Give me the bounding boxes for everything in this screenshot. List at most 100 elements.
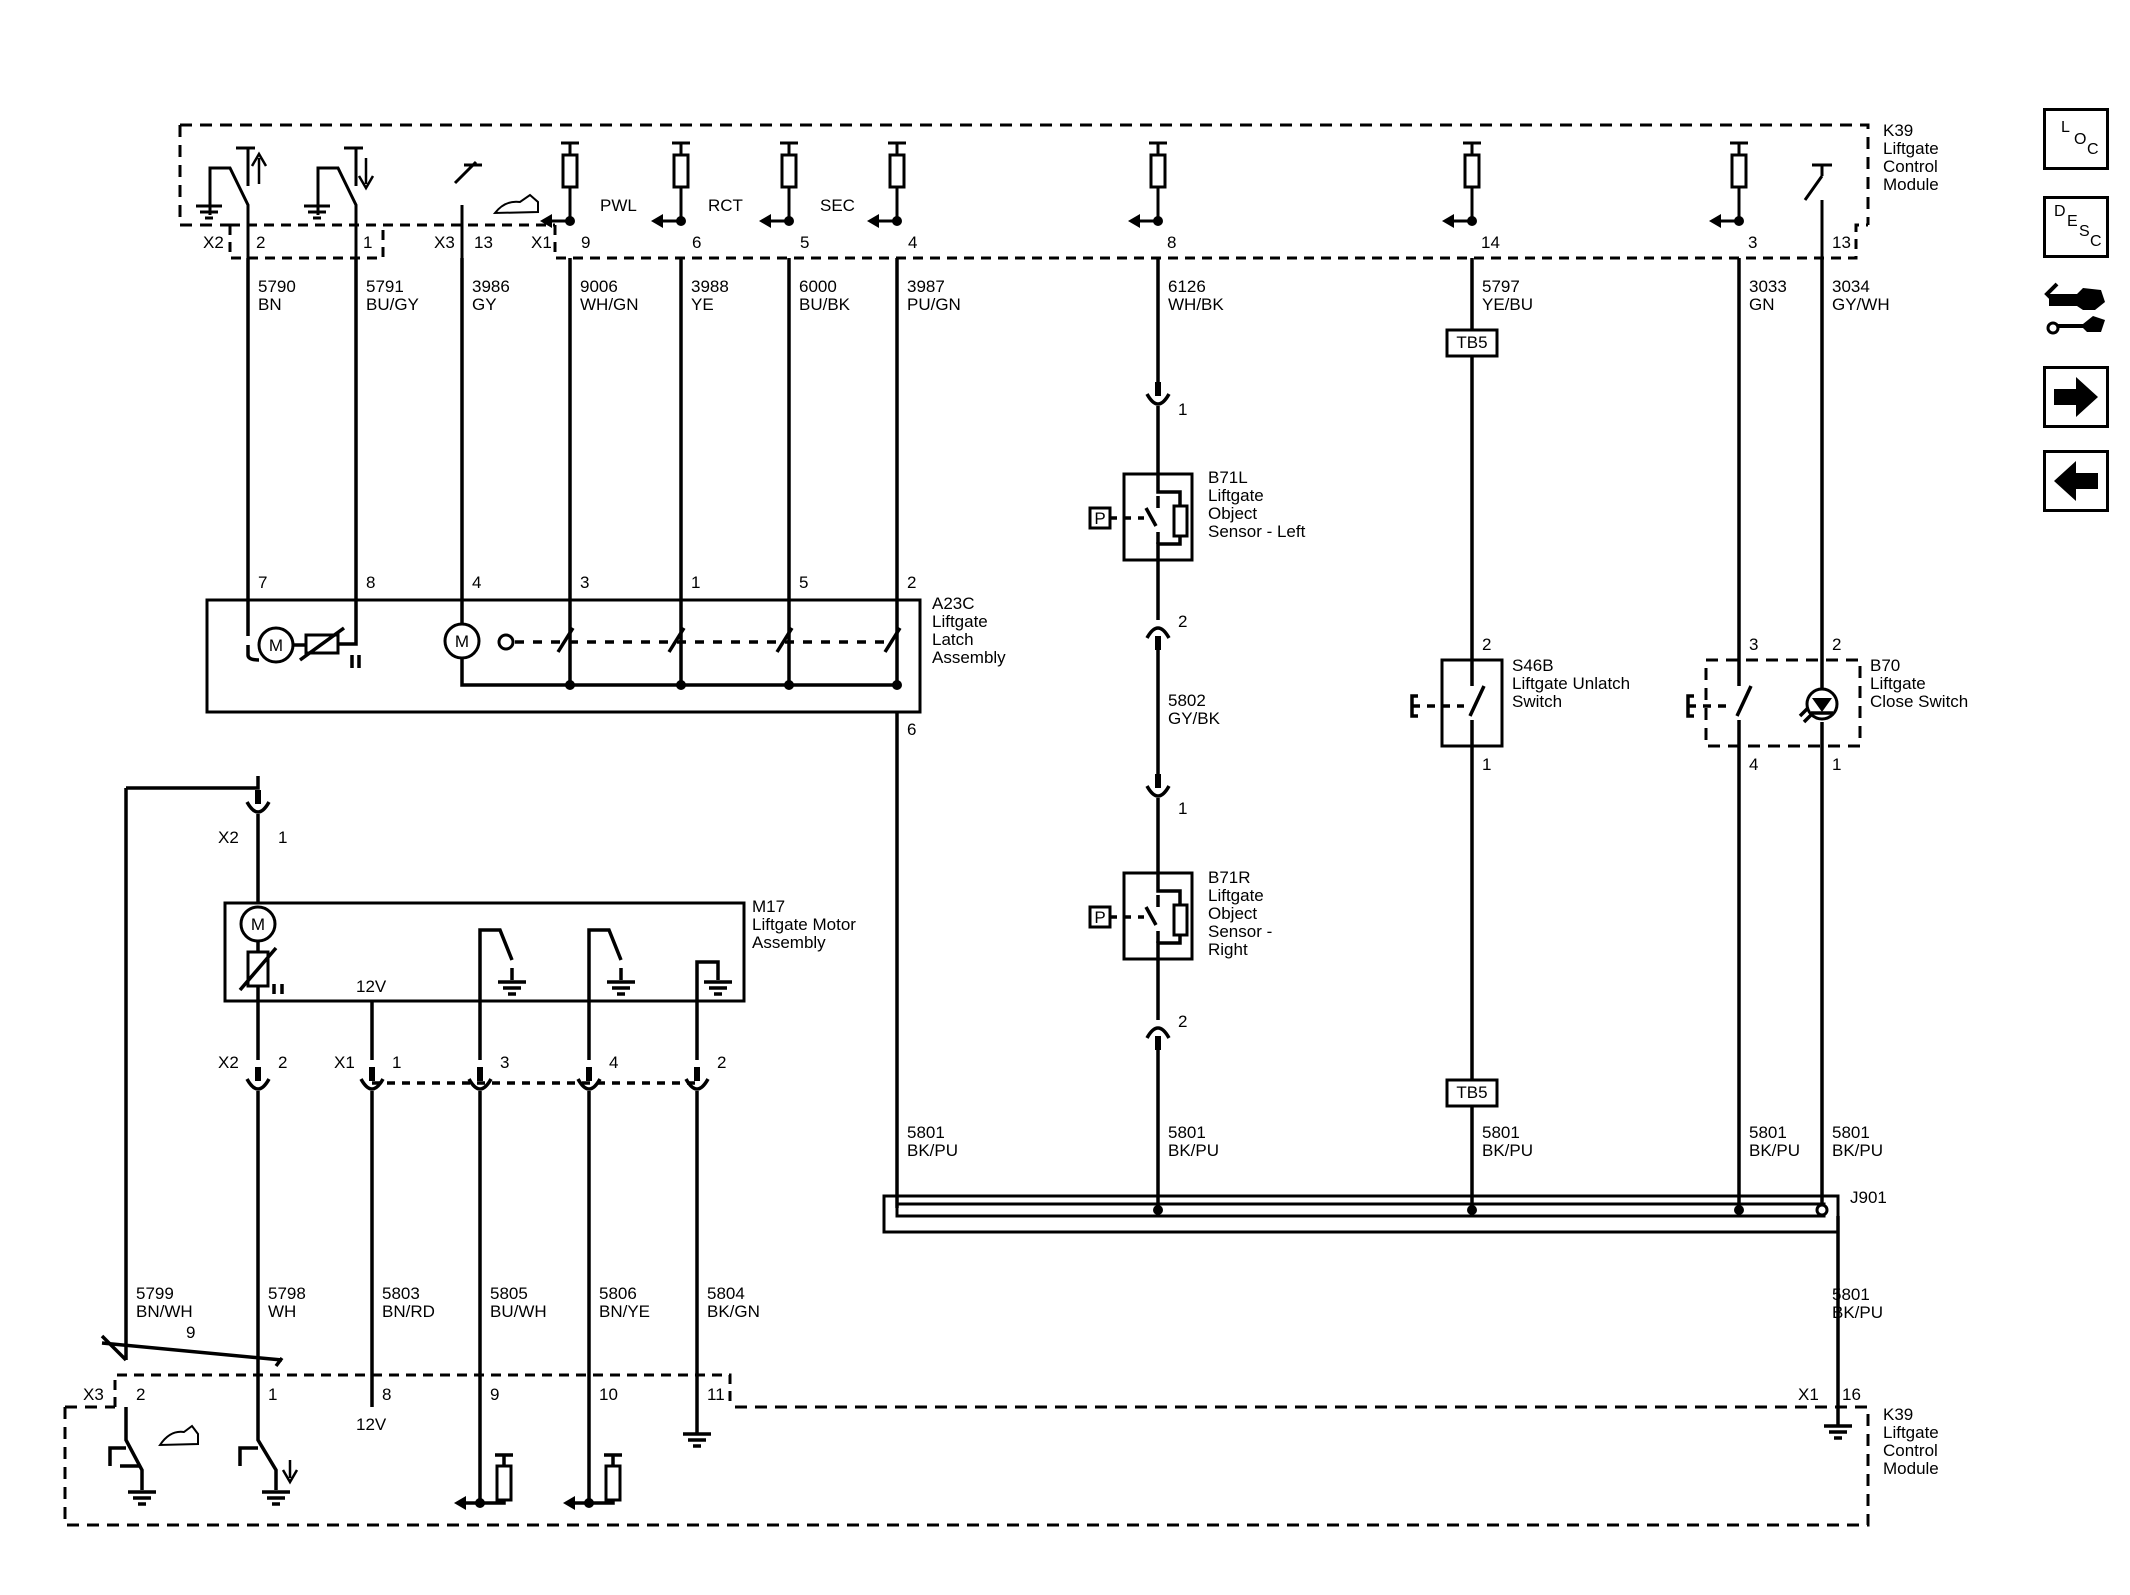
wire-color-label: WH: [268, 1302, 296, 1321]
conn-x2-label: X2: [218, 1053, 239, 1072]
unlatch-switch-title: Liftgate Unlatch: [1512, 674, 1630, 693]
ground-circuit-label: 5801: [1832, 1123, 1870, 1142]
ground-circuit-label: 5801: [1482, 1123, 1520, 1142]
pin-label: 13: [1832, 233, 1851, 252]
pin-label: 2: [136, 1385, 145, 1404]
motor-bottom-connector-2-pin: [477, 1067, 483, 1081]
pin-label: 4: [908, 233, 917, 252]
feed-pin5-supply: [780, 141, 798, 155]
sensor-left-bottom-connector: [1145, 626, 1171, 639]
pin-label: 16: [1842, 1385, 1861, 1404]
sensor-left-title: Object: [1208, 504, 1257, 523]
wire-circuit-label: 6000: [799, 277, 837, 296]
description-button[interactable]: D E S C: [2043, 196, 2109, 258]
wire-circuit-label: 5791: [366, 277, 404, 296]
sensor-right-top-connector-pin: [1155, 774, 1161, 788]
pin-label: 5: [800, 233, 809, 252]
wire-color-label: GY/WH: [1832, 295, 1890, 314]
pin-label: 4: [609, 1053, 618, 1072]
wire-circuit-label: 5806: [599, 1284, 637, 1303]
sensor-left-top-connector-pin: [1155, 382, 1161, 396]
motor-loop-wire: [100, 788, 128, 1362]
bm-feed-pin10-supply: [604, 1453, 622, 1466]
latch-switch: [883, 627, 902, 653]
wire-color-label: WH/BK: [1168, 295, 1224, 314]
wire-circuit-label: 3987: [907, 277, 945, 296]
sensor-right-bottom-connector: [1145, 1026, 1171, 1039]
pin-label: 1: [268, 1385, 277, 1404]
sensor-right-title: Sensor -: [1208, 922, 1272, 941]
pin-label: 2: [1832, 635, 1841, 654]
wire-circuit-label: 5803: [382, 1284, 420, 1303]
led-rays: [1798, 706, 1814, 724]
feed-pin14-arrow-icon: [1442, 214, 1454, 228]
ptc-arrows: [350, 655, 361, 668]
motor-ground2-icon: [607, 980, 635, 996]
bm-ground2-icon: [262, 1490, 290, 1506]
bm-feed-pin10-arrow-icon: [563, 1496, 575, 1510]
desc-letter-e: E: [2067, 213, 2078, 230]
sensor-right-switch: [1144, 895, 1160, 943]
conn-x3-label: X3: [83, 1385, 104, 1404]
wire-color-label: BK/GN: [707, 1302, 760, 1321]
sensor-right-resistor: [1172, 903, 1189, 937]
motor-bottom-connector-0-pin: [255, 1067, 261, 1081]
pin-label: 9: [186, 1323, 195, 1342]
latch-switch: [667, 627, 686, 653]
motor-bottom-connector-3-pin: [586, 1067, 592, 1081]
wire-color-label: GY/BK: [1168, 709, 1221, 728]
latch-pin-label: 1: [691, 573, 700, 592]
close-switch-wire: [1737, 746, 1824, 1208]
sensor-right-bottom-connector-pin: [1155, 1036, 1161, 1050]
conn-x2-label: X2: [203, 233, 224, 252]
splice-label: J901: [1850, 1188, 1887, 1207]
feed-pin14-dot: [1467, 216, 1477, 226]
motor-switch2: [587, 928, 623, 1060]
wire-color-label: BN/RD: [382, 1302, 435, 1321]
motor-m-label: M: [269, 636, 283, 655]
motor-assembly-box: [223, 901, 746, 1003]
pin-label: 11: [707, 1385, 725, 1404]
bm-switch1: [124, 1407, 144, 1490]
ground-circuit-label: 5801: [907, 1123, 945, 1142]
motor-m-label: M: [455, 632, 469, 651]
pwl-label: PWL: [600, 196, 637, 215]
ground-color-label: BK/PU: [1749, 1141, 1800, 1160]
previous-page-button[interactable]: [2043, 450, 2109, 512]
location-button[interactable]: L O C: [2043, 108, 2109, 170]
unlatch-switch-title: Switch: [1512, 692, 1562, 711]
ground-color-label: BK/PU: [907, 1141, 958, 1160]
next-page-button[interactable]: [2043, 366, 2109, 428]
desc-letter-c2: C: [2090, 233, 2102, 250]
pin-label: 3: [500, 1053, 509, 1072]
conn-x1-label: X1: [1798, 1385, 1819, 1404]
bm-feed-pin9-supply: [495, 1453, 513, 1466]
wire-color-label: YE/BU: [1482, 295, 1533, 314]
unlatch-switch-contact: [1468, 660, 1486, 746]
k39-top-title: K39: [1883, 121, 1913, 140]
connector-wrench-icon[interactable]: [2043, 280, 2109, 342]
sensor-right-title: Liftgate: [1208, 886, 1264, 905]
bm-feed-pin10-resistor: [604, 1464, 622, 1502]
pin-label: 1: [1178, 799, 1187, 818]
wire-circuit-label: 5799: [136, 1284, 174, 1303]
k39-bottom-module-box: [63, 1405, 1870, 1527]
sensor-right-title: Object: [1208, 904, 1257, 923]
feed-pin8-supply: [1149, 141, 1167, 155]
wire-color-label: BK/PU: [1832, 1303, 1883, 1322]
splice-dot: [1153, 1205, 1163, 1215]
wire-color-label: BU/GY: [366, 295, 419, 314]
sensor-right-p-label: P: [1094, 908, 1105, 927]
conn-x1-label: X1: [334, 1053, 355, 1072]
rct-label: RCT: [708, 196, 743, 215]
bm-feed-wire: [478, 1407, 591, 1503]
vehicle-icon: [158, 1424, 199, 1447]
pin-label: 8: [382, 1385, 391, 1404]
splice-dot: [1467, 1205, 1477, 1215]
wire-circuit-label: 3033: [1749, 277, 1787, 296]
pin-label: 8: [1167, 233, 1176, 252]
feed-pin3-resistor: [1730, 153, 1748, 189]
tb5-label: TB5: [1456, 333, 1487, 352]
wire-circuit-label: 3986: [472, 277, 510, 296]
k39-top-title: Control: [1883, 157, 1938, 176]
